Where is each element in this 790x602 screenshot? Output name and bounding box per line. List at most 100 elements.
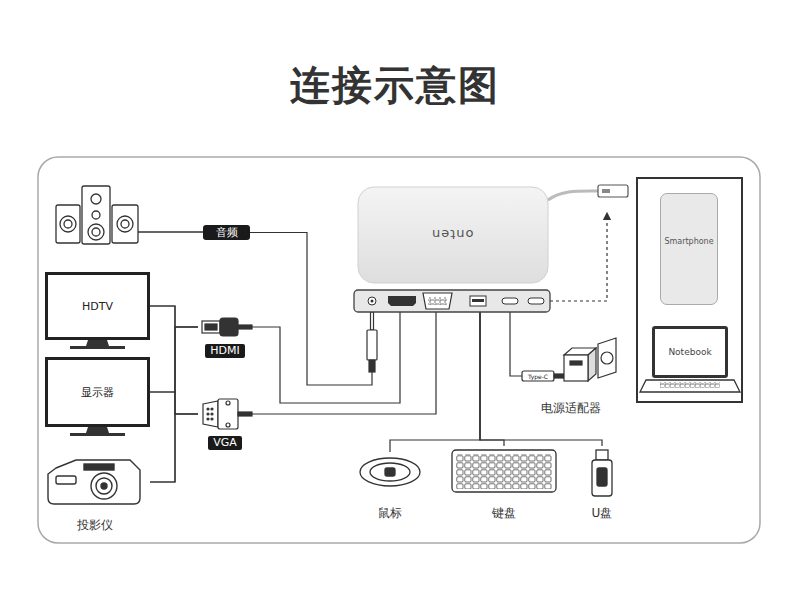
usb-hub [354,185,628,312]
audio-plug [367,330,377,360]
mouse [360,458,420,486]
usb-hub [472,299,484,302]
monitor-stands [86,340,109,346]
projector [101,483,107,489]
monitor-stands [70,346,125,349]
node-label: 鼠标 [378,506,402,520]
keyboard [452,450,556,492]
usb-hub [371,300,374,303]
power-adapter [601,352,613,364]
connector-line [150,327,198,482]
node-label: 键盘 [492,506,516,520]
power-adapter [588,348,596,381]
hdmi-plug [205,324,217,330]
node-label: 投影仪 [77,518,113,532]
node-label: VGA [208,436,242,450]
phone-box: Smartphone [660,193,718,305]
node-label: 显示器 [81,385,114,400]
connector-line [390,312,480,452]
node-label: 电源适配器 [541,401,601,415]
speakers [121,220,129,228]
keyboard [456,454,552,489]
projector [91,473,117,499]
speakers [117,216,133,232]
connector-line [510,312,522,376]
devices-panel [637,178,742,402]
vga-plug [238,412,252,416]
speakers [91,194,101,204]
hdmi-plug [202,321,220,333]
speakers [64,220,72,228]
notebook-screen: Notebook [652,326,728,378]
power-adapter [522,338,616,381]
vga-plug [203,401,218,427]
node-label: HDMI [205,344,244,358]
diagram-title-box: 连接示意图 [0,58,790,113]
vga-plug [226,401,230,405]
projector [48,460,140,504]
audio-tag: 音频 [203,225,250,240]
vga-tag: VGA [198,398,252,452]
usb-stick [597,468,607,486]
hdmi-tag: HDMI [198,316,252,360]
power-adapter [522,371,554,381]
hdmi-plug [202,318,252,336]
hdtv-screen: HDTV [45,272,150,340]
speakers [112,205,138,243]
speakers [60,216,76,232]
usb-stick-box: U盘 [578,446,626,520]
hdmi-plug [238,325,252,329]
projector [48,460,140,504]
usb-hub [358,187,548,283]
mouse [360,458,420,486]
speakers [56,186,203,244]
projector [84,464,114,470]
speakers [92,228,100,236]
diagram-title: 连接示意图 [290,62,500,108]
vga-plug [218,399,238,429]
port-label: Type-C [522,372,554,381]
usb-hub [354,290,550,312]
speakers [56,205,80,243]
usb-stick [592,460,612,496]
connector-line [480,312,602,446]
node-label: U盘 [592,506,613,520]
usb-hub [602,189,610,193]
usb-hub [502,298,518,304]
hdmi-plug [220,318,238,336]
connector-line [150,392,198,414]
usb-hub [423,293,452,309]
speakers [88,224,104,240]
laptop-base [640,380,740,392]
vga-plug [207,413,209,415]
hub-box: onten [354,187,550,312]
keyboard [452,450,556,492]
node-label: Notebook [668,347,711,357]
power-adapter [570,361,582,365]
monitor-stands [86,427,109,433]
connector-line [150,306,198,327]
power-adapter [564,355,588,381]
connector-line [480,312,504,446]
connector-line [150,306,198,414]
vga-plug [211,413,213,415]
projector [96,478,112,494]
speakers [138,231,203,232]
usb-hub [368,297,376,305]
projector-box: 投影仪 [40,455,150,532]
projector [56,476,76,484]
vga-plug [203,399,252,429]
connector-line [252,312,436,414]
usb-hub [550,216,607,301]
connector-line [252,312,400,403]
vga-plug [211,408,213,410]
audio-plug [369,360,375,372]
mouse [385,468,395,476]
connector-line [150,414,198,482]
power-adapter [598,338,616,378]
node-label: 音频 [216,226,238,240]
node-label: Smartphone [664,237,713,246]
vga-plug [207,408,209,410]
frame-panel [38,157,760,543]
